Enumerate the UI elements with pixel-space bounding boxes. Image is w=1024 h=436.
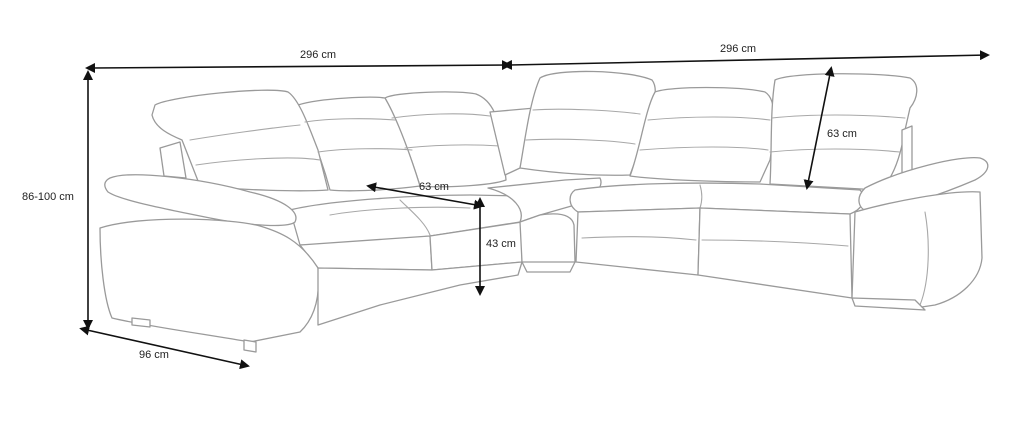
right-foot	[851, 297, 926, 311]
right-back-cushion-1	[629, 86, 775, 183]
seat-depth-arrow	[366, 182, 484, 210]
right-seat-front	[575, 207, 701, 276]
right-armrest-body	[851, 191, 983, 309]
width-left-label: 296 cm	[300, 49, 336, 61]
left-foot-1	[131, 317, 151, 328]
left-armrest-top	[104, 174, 297, 227]
backrest-height-arrow	[803, 66, 835, 190]
depth-label: 96 cm	[139, 349, 169, 361]
dimension-lines	[79, 50, 990, 370]
seat-height-label: 43 cm	[486, 238, 516, 250]
seat-depth-label: 63 cm	[419, 181, 449, 193]
corner-sofa-drawing	[99, 70, 989, 353]
dimension-labels: 296 cm 296 cm 86-100 cm 96 cm 63 cm 43 c…	[22, 43, 857, 361]
height-label: 86-100 cm	[22, 191, 74, 203]
left-back-frame	[159, 141, 187, 179]
corner-foot	[521, 261, 576, 273]
left-seat-base	[317, 261, 523, 326]
right-seat-front-2	[697, 207, 853, 299]
width-right-arrow	[502, 50, 990, 70]
width-right-label: 296 cm	[720, 43, 756, 55]
left-back-cushion-1-headrest	[151, 89, 329, 192]
width-left-arrow	[85, 60, 512, 73]
backrest-height-label: 63 cm	[827, 128, 857, 140]
depth-arrow	[79, 325, 250, 370]
left-foot-2	[243, 339, 257, 353]
corner-seat-front	[519, 213, 576, 268]
left-armrest-body	[99, 218, 320, 343]
